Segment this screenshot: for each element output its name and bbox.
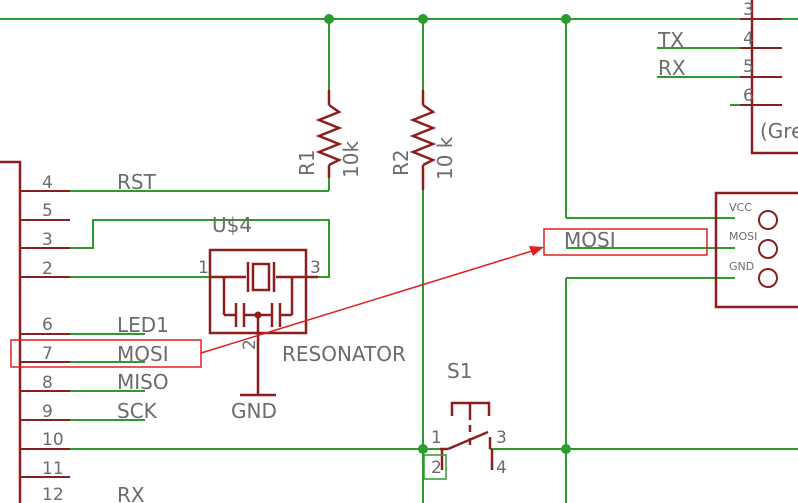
resonator-pin-3: 3 bbox=[310, 258, 321, 278]
net-label-rx: RX bbox=[117, 483, 145, 503]
left-pin-12: 12 bbox=[42, 485, 64, 503]
left-pin-3: 3 bbox=[42, 230, 53, 250]
left-pin-2: 2 bbox=[42, 259, 53, 279]
r2-ref-label: R2 bbox=[389, 149, 413, 176]
net-label-sck: SCK bbox=[117, 399, 158, 423]
highlight-box-right-mosi bbox=[543, 228, 708, 256]
left-pin-11: 11 bbox=[42, 459, 64, 479]
junction-dots bbox=[324, 14, 571, 454]
resistor-r1: R1 10k bbox=[295, 90, 363, 178]
right-header-connector: 3 4 5 6 TX RX (Gre bbox=[657, 0, 798, 155]
left-pin-6: 6 bbox=[42, 315, 53, 335]
r1-ref-label: R1 bbox=[295, 149, 319, 176]
annotation-highlights bbox=[10, 228, 708, 368]
resistor-r2: R2 10 k bbox=[389, 90, 457, 190]
isp-connector: VCC MOSI GND MOSI bbox=[564, 191, 798, 309]
switch-s1: S1 1 2 3 4 bbox=[423, 359, 507, 480]
net-label-mosi: MOSI bbox=[117, 342, 169, 366]
r1-value-label: 10k bbox=[339, 141, 363, 178]
switch-pin-4: 4 bbox=[496, 458, 507, 478]
resonator-pin-2: 2 bbox=[240, 339, 260, 350]
resonator-label: RESONATOR bbox=[282, 342, 406, 366]
annotation-arrow-head bbox=[529, 246, 544, 256]
net-label-tx: TX bbox=[657, 28, 684, 52]
right-pin-5: 5 bbox=[743, 57, 754, 77]
resonator-pin-1: 1 bbox=[198, 258, 209, 278]
left-pin-4: 4 bbox=[42, 173, 53, 193]
net-label-rst: RST bbox=[117, 170, 157, 194]
left-pin-7: 7 bbox=[42, 344, 53, 364]
right-pin-3: 3 bbox=[743, 0, 754, 20]
left-pin-8: 8 bbox=[42, 373, 53, 393]
isp-pin-mosi: MOSI bbox=[729, 230, 757, 243]
switch-ref-label: S1 bbox=[447, 359, 472, 383]
isp-pin-vcc: VCC bbox=[729, 201, 752, 214]
switch-pin-2: 2 bbox=[431, 458, 442, 478]
left-pin-9: 9 bbox=[42, 402, 53, 422]
highlight-box-left-mosi bbox=[10, 339, 202, 368]
left-pin-5: 5 bbox=[42, 201, 53, 221]
resonator-u4: U$4 1 3 2 RESONATOR GND bbox=[198, 213, 406, 423]
right-header-label: (Gre bbox=[760, 119, 798, 143]
net-label-led1: LED1 bbox=[117, 313, 169, 337]
wires bbox=[0, 18, 798, 503]
net-label-rx-right: RX bbox=[658, 56, 686, 80]
gnd-label: GND bbox=[231, 399, 277, 423]
left-header-connector: 4 5 3 2 6 7 8 9 10 11 12 RST LED1 MOSI M… bbox=[0, 160, 169, 503]
switch-pin-1: 1 bbox=[431, 428, 442, 448]
net-label-miso: MISO bbox=[117, 370, 169, 394]
right-pin-6: 6 bbox=[743, 86, 754, 106]
left-pin-10: 10 bbox=[42, 430, 64, 450]
isp-pin-gnd: GND bbox=[729, 260, 754, 273]
isp-net-label-mosi: MOSI bbox=[564, 228, 616, 252]
right-pin-4: 4 bbox=[743, 29, 754, 49]
switch-pin-3: 3 bbox=[496, 428, 507, 448]
resonator-ref-label: U$4 bbox=[212, 213, 252, 237]
annotation-arrow-line bbox=[200, 250, 533, 354]
r2-value-label: 10 k bbox=[433, 136, 457, 180]
